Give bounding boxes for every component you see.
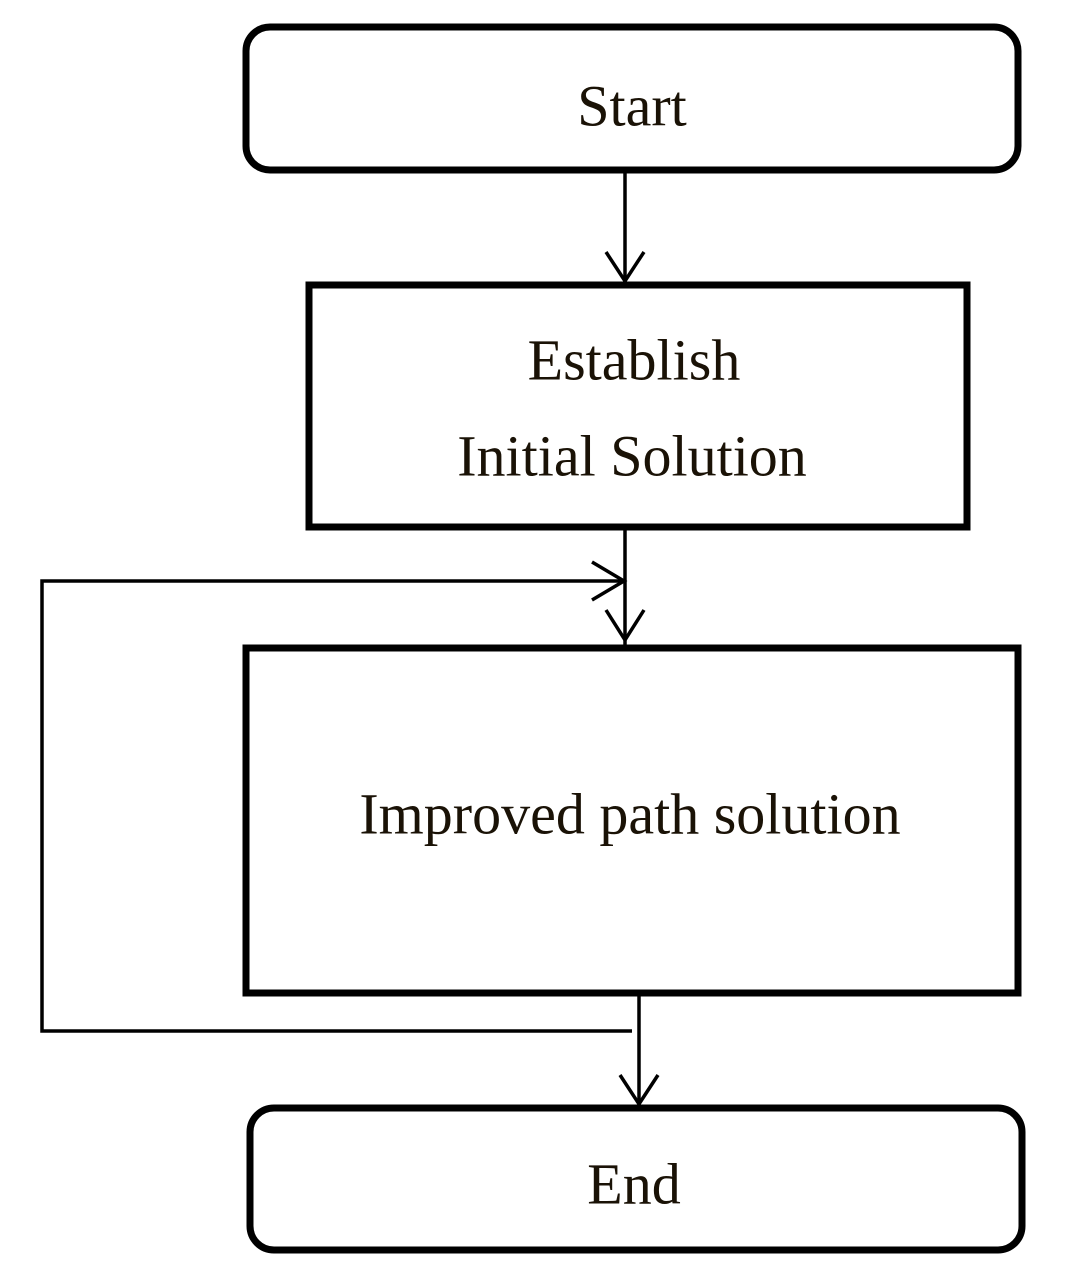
improve-node-shape [242, 644, 1022, 997]
improve-node: Improved path solution [242, 644, 1022, 997]
improve-node-label: Improved path solution [359, 781, 900, 846]
arrowhead-down [604, 251, 646, 285]
arrow-improve-to-end [618, 993, 660, 1108]
arrow-start-to-establish [604, 170, 646, 285]
end-node: End [246, 1104, 1026, 1254]
feedback-loop [40, 560, 632, 1033]
establish-node: Establish Initial Solution [305, 281, 971, 531]
arrowhead-right [591, 560, 628, 602]
establish-node-label-line1: Establish [528, 327, 741, 392]
start-node-shape [242, 23, 1022, 174]
loop-connector-line [40, 579, 632, 1033]
start-node: Start [242, 23, 1022, 174]
end-node-shape [246, 1104, 1026, 1254]
arrowhead-down [604, 609, 646, 644]
arrow-establish-to-improve [604, 527, 646, 646]
establish-node-label-line2: Initial Solution [457, 423, 807, 488]
end-node-label: End [587, 1151, 680, 1216]
establish-node-shape [305, 281, 971, 531]
start-node-label: Start [577, 73, 687, 138]
arrowhead-down [618, 1074, 660, 1108]
